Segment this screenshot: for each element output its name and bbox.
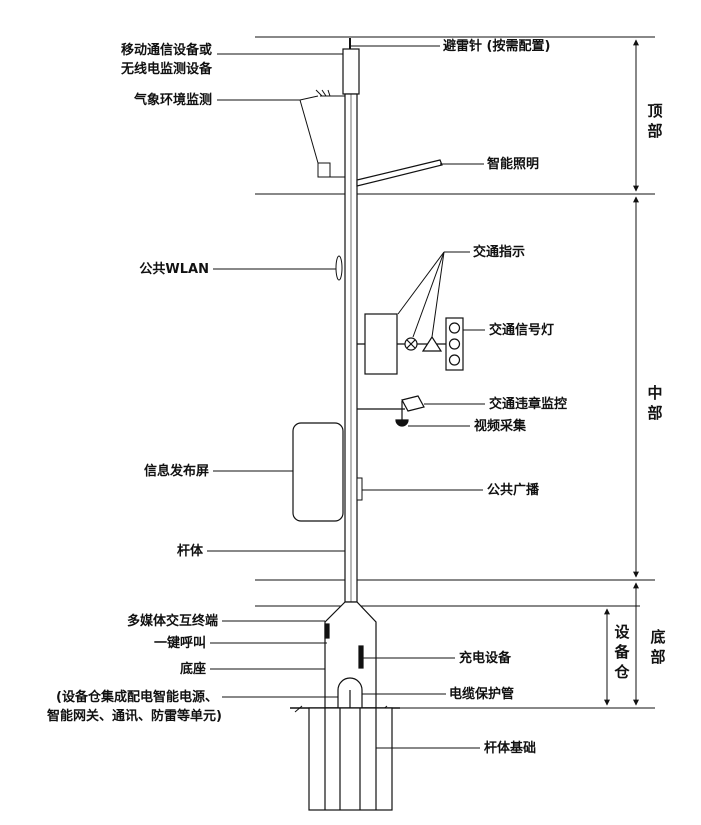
right-leader-lines [350,45,485,749]
label-mobile-comm-line1: 移动通信设备或 [121,42,212,58]
zone-bottom-char1: 底 [650,628,665,646]
label-traffic-sign: 交通指示 [473,244,525,260]
label-info-screen: 信息发布屏 [144,463,209,479]
traffic-light-icon [445,317,464,371]
wlan-unit [335,255,343,281]
zone-middle-char1: 中 [647,384,662,402]
traffic-sign-icons [404,335,443,352]
dimension-lines [604,39,639,706]
zone-dividers [255,36,655,709]
label-cabinet-note-line2: 智能网关、通讯、防雷等单元) [47,708,222,724]
weather-box [317,162,331,178]
label-pole-body: 杆体 [177,543,204,559]
antenna-box [342,48,360,95]
label-foundation: 杆体基础 [484,740,536,756]
label-base: 底座 [180,661,206,677]
zone-bottom-char2: 部 [650,648,665,666]
broadcast-speaker [356,477,363,501]
zone-top-char1: 顶 [647,102,662,120]
light-arm [356,159,443,187]
info-screen [292,422,344,522]
label-wlan: 公共WLAN [139,261,209,277]
left-leader-lines [207,53,345,698]
label-traffic-light: 交通信号灯 [489,322,554,338]
foundation [308,707,393,811]
equipment-cabinet [324,601,377,709]
label-smart-lighting: 智能照明 [487,156,539,172]
pole [344,93,358,603]
label-broadcast: 公共广播 [487,482,540,498]
label-sos: 一键呼叫 [154,635,206,651]
label-cabinet-note-line1: (设备仓集成配电智能电源、 [56,689,218,705]
label-cable-pipe: 电缆保护管 [449,686,514,702]
zone-middle-char2: 部 [647,404,662,422]
label-video-capture: 视频采集 [474,418,527,434]
label-charging: 充电设备 [459,650,512,666]
weather-sensor-icon [315,89,345,97]
zone-cabin-char3: 仓 [613,663,630,681]
label-violation-monitor: 交通违章监控 [489,396,567,412]
traffic-sign-pointers [397,251,470,338]
zone-cabin-char1: 设 [614,623,629,641]
label-mobile-comm-line2: 无线电监测设备 [120,61,213,77]
label-lightning-rod: 避雷针 (按需配置) [443,38,550,54]
label-weather: 气象环境监测 [134,92,212,108]
label-multimedia: 多媒体交互终端 [127,613,218,629]
zone-top-char2: 部 [647,122,662,140]
zone-cabin-char2: 备 [613,643,630,661]
camera-arm [357,395,425,427]
